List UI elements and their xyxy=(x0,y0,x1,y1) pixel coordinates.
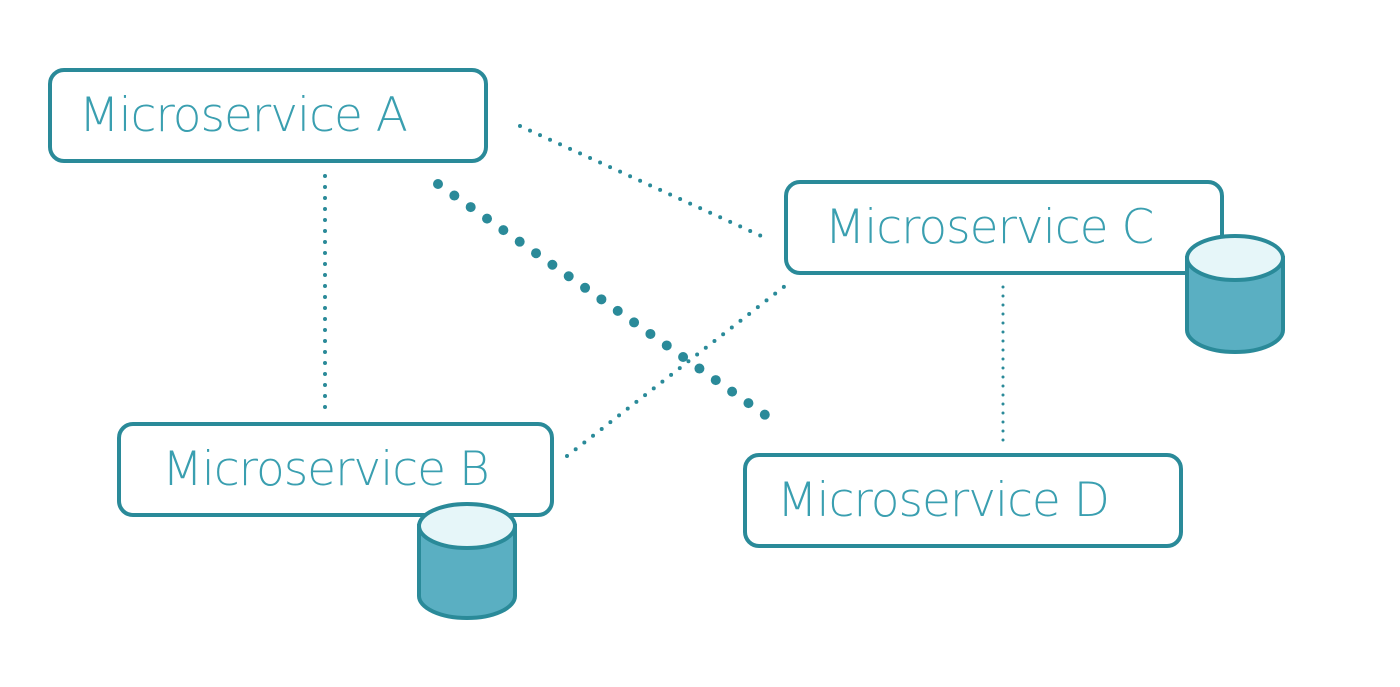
link-a-d xyxy=(433,179,783,429)
microservice-b-label: Microservice B xyxy=(162,442,490,497)
database-b-icon xyxy=(417,502,517,620)
microservice-a-box: Microservice A xyxy=(48,68,488,163)
microservice-c-box: Microservice C xyxy=(784,180,1224,275)
link-a-c xyxy=(518,124,772,242)
link-b-c xyxy=(565,284,787,458)
microservice-b-box: Microservice B xyxy=(117,422,554,517)
microservice-a-label: Microservice A xyxy=(79,88,408,143)
microservice-d-label: Microservice D xyxy=(777,473,1110,528)
microservice-d-box: Microservice D xyxy=(743,453,1183,548)
database-c-icon xyxy=(1185,234,1285,354)
microservice-c-label: Microservice C xyxy=(824,200,1155,255)
